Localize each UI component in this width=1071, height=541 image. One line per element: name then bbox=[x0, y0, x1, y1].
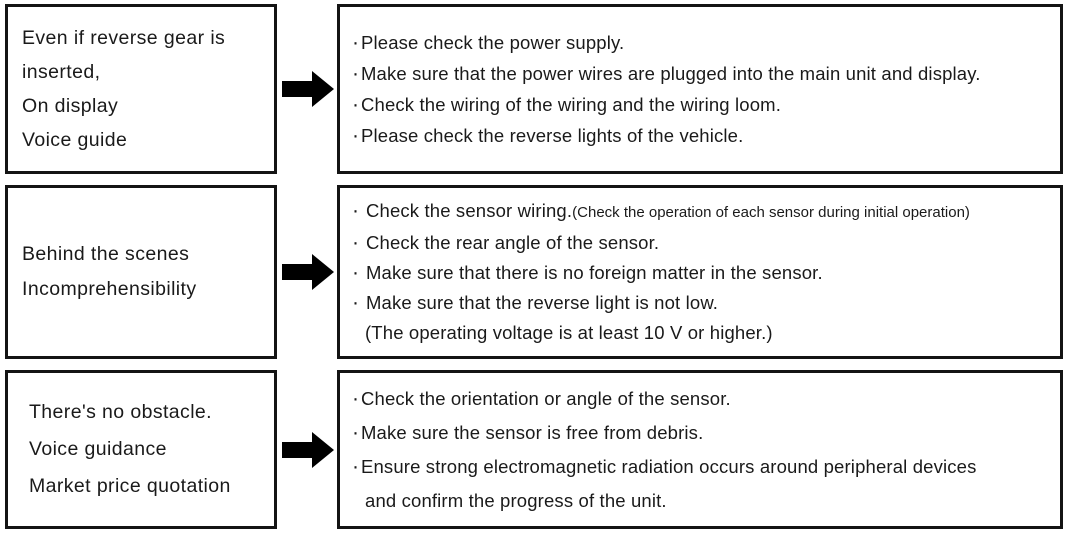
symptom-line: Even if reverse gear is bbox=[22, 27, 226, 49]
bullet-icon bbox=[352, 89, 361, 120]
list-item: Please check the reverse lights of the v… bbox=[352, 120, 1060, 151]
symptom-cell: There's no obstacle. Voice guidance Mark… bbox=[5, 370, 277, 529]
symptom-text: Behind the scenes Incomprehensibility bbox=[8, 237, 274, 307]
symptom-line: Behind the scenes bbox=[22, 243, 190, 265]
list-item-text: Check the rear angle of the sensor. bbox=[366, 232, 660, 253]
remedy-cell: Check the sensor wiring.(Check the opera… bbox=[337, 185, 1063, 359]
list-item-text: Check the orientation or angle of the se… bbox=[361, 387, 731, 409]
symptom-line: Voice guidance bbox=[29, 438, 167, 460]
list-item-text: Ensure strong electromagnetic radiation … bbox=[361, 455, 977, 477]
list-item: Please check the power supply. bbox=[352, 27, 1060, 58]
table-row: Behind the scenes Incomprehensibility Ch… bbox=[0, 185, 1071, 359]
list-item-text: Make sure the sensor is free from debris… bbox=[361, 421, 704, 443]
bullet-icon bbox=[352, 228, 366, 258]
table-row: There's no obstacle. Voice guidance Mark… bbox=[0, 370, 1071, 529]
list-item-continuation-text: (The operating voltage is at least 10 V … bbox=[365, 322, 773, 343]
symptom-text: Even if reverse gear is inserted, On dis… bbox=[8, 21, 274, 157]
symptom-text: There's no obstacle. Voice guidance Mark… bbox=[8, 394, 274, 505]
list-item-text: Check the wiring of the wiring and the w… bbox=[361, 94, 781, 115]
bullet-icon bbox=[352, 27, 361, 58]
right-arrow-icon bbox=[282, 70, 334, 108]
symptom-line: There's no obstacle. bbox=[29, 401, 212, 423]
bullet-icon bbox=[352, 450, 361, 484]
right-arrow-icon bbox=[282, 431, 334, 469]
symptom-line: inserted, bbox=[22, 61, 101, 83]
list-item: Make sure that the reverse light is not … bbox=[352, 288, 1060, 318]
symptom-line: Market price quotation bbox=[29, 475, 231, 497]
list-item: Check the orientation or angle of the se… bbox=[352, 382, 1060, 416]
list-item-text: Please check the reverse lights of the v… bbox=[361, 125, 744, 146]
list-item-continuation: (The operating voltage is at least 10 V … bbox=[352, 318, 1060, 348]
list-item-text: Check the sensor wiring. bbox=[366, 200, 573, 221]
list-item-continuation-text: and confirm the progress of the unit. bbox=[365, 489, 667, 511]
list-item-text: Make sure that the power wires are plugg… bbox=[361, 63, 981, 84]
right-arrow-icon bbox=[282, 253, 334, 291]
list-item-continuation: and confirm the progress of the unit. bbox=[352, 484, 1060, 518]
remedy-cell: Check the orientation or angle of the se… bbox=[337, 370, 1063, 529]
bullet-icon bbox=[352, 120, 361, 151]
bullet-icon bbox=[352, 416, 361, 450]
symptom-line: On display bbox=[22, 95, 119, 117]
list-item-text: Make sure that there is no foreign matte… bbox=[366, 262, 823, 283]
list-item-note: (Check the operation of each sensor duri… bbox=[572, 204, 970, 221]
list-item: Check the rear angle of the sensor. bbox=[352, 228, 1060, 258]
list-item: Check the wiring of the wiring and the w… bbox=[352, 89, 1060, 120]
remedy-list: Check the sensor wiring.(Check the opera… bbox=[340, 196, 1060, 348]
symptom-cell: Behind the scenes Incomprehensibility bbox=[5, 185, 277, 359]
symptom-line: Incomprehensibility bbox=[22, 278, 197, 300]
list-item-text: Please check the power supply. bbox=[361, 32, 625, 53]
list-item: Make sure that there is no foreign matte… bbox=[352, 258, 1060, 288]
remedy-list: Check the orientation or angle of the se… bbox=[340, 382, 1060, 518]
bullet-icon bbox=[352, 196, 366, 226]
list-item: Ensure strong electromagnetic radiation … bbox=[352, 450, 1060, 484]
bullet-icon bbox=[352, 382, 361, 416]
list-item: Check the sensor wiring.(Check the opera… bbox=[352, 196, 1060, 228]
list-item: Make sure the sensor is free from debris… bbox=[352, 416, 1060, 450]
bullet-icon bbox=[352, 258, 366, 288]
bullet-icon bbox=[352, 58, 361, 89]
symptom-cell: Even if reverse gear is inserted, On dis… bbox=[5, 4, 277, 174]
list-item: Make sure that the power wires are plugg… bbox=[352, 58, 1060, 89]
remedy-list: Please check the power supply. Make sure… bbox=[340, 27, 1060, 151]
table-row: Even if reverse gear is inserted, On dis… bbox=[0, 4, 1071, 174]
list-item-text: Make sure that the reverse light is not … bbox=[366, 292, 719, 313]
remedy-cell: Please check the power supply. Make sure… bbox=[337, 4, 1063, 174]
bullet-icon bbox=[352, 288, 366, 318]
symptom-line: Voice guide bbox=[22, 129, 128, 151]
